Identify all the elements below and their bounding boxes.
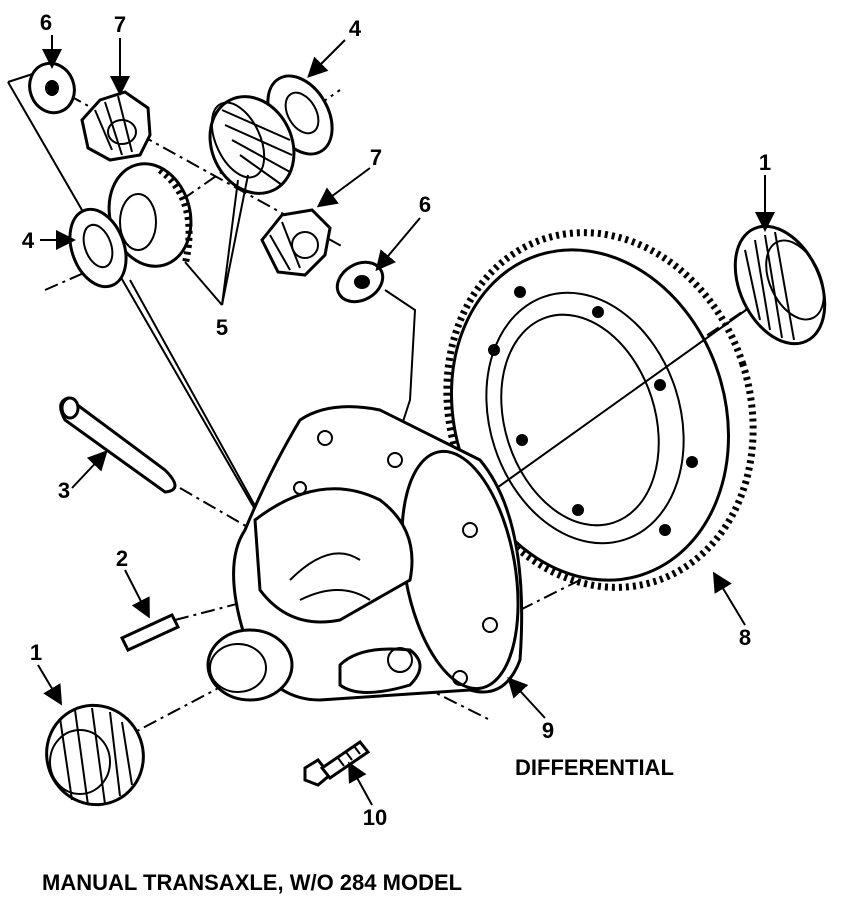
callout-6-lower: 6: [419, 192, 431, 217]
callout-labels: 6 7 4 7 6 4 5 3 2 1 1 8 9 10: [22, 10, 771, 830]
pinion-gear-upper: [80, 90, 152, 162]
callout-1-left: 1: [30, 640, 42, 665]
callout-6-upper: 6: [40, 10, 52, 35]
side-gear-upper: [208, 95, 296, 195]
callout-arrows: [37, 35, 775, 806]
ring-gear-bolt: [303, 739, 371, 787]
callout-4-upper: 4: [349, 16, 362, 41]
diagram-caption: MANUAL TRANSAXLE, W/O 284 MODEL: [42, 870, 462, 895]
callout-10: 10: [363, 805, 387, 830]
carrier-bearing-left: [45, 703, 145, 807]
callout-5: 5: [216, 315, 228, 340]
differential-case: [206, 405, 524, 702]
thrust-washer-lower: [335, 260, 385, 304]
side-gear-washer-lower: [68, 207, 128, 289]
callout-2: 2: [116, 546, 128, 571]
callout-3: 3: [58, 478, 70, 503]
callout-4-lower: 4: [22, 228, 35, 253]
callout-9: 9: [542, 718, 554, 743]
pinion-shaft: [59, 396, 177, 494]
carrier-bearing-right: [733, 224, 827, 346]
thrust-washer-upper: [28, 61, 76, 115]
callout-8: 8: [739, 625, 751, 650]
callout-7-lower: 7: [370, 145, 382, 170]
pinion-gear-lower: [260, 208, 332, 277]
callout-7-upper: 7: [114, 12, 126, 37]
lock-pin: [119, 613, 181, 652]
callout-1-right: 1: [759, 150, 771, 175]
diagram-title: DIFFERENTIAL: [515, 755, 674, 780]
